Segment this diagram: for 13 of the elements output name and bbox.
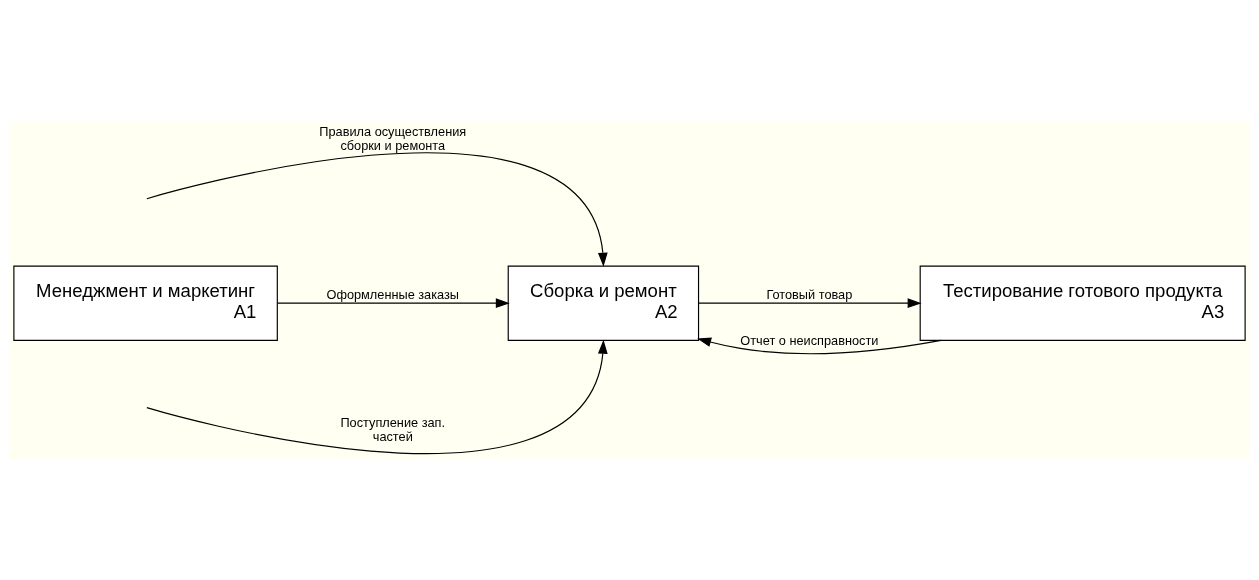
node-box: Менеджмент и маркетинг A1 [13, 265, 278, 341]
edge-label: Поступление зап. частей [340, 415, 446, 445]
arrow [146, 339, 608, 455]
arrow [146, 152, 608, 267]
edge-label: Готовый товар [766, 287, 853, 303]
edge-label: Отчет о неисправности [740, 332, 879, 348]
edge-label: Оформленные заказы [326, 287, 460, 303]
node-box: Тестирование готового продукта A3 [919, 265, 1246, 341]
edge-label: Правила осуществления сборки и ремонта [319, 123, 467, 153]
arrow [277, 298, 510, 309]
node-box: Сборка и ремонт A2 [507, 265, 700, 341]
arrow [698, 298, 922, 309]
arrow [697, 337, 942, 355]
